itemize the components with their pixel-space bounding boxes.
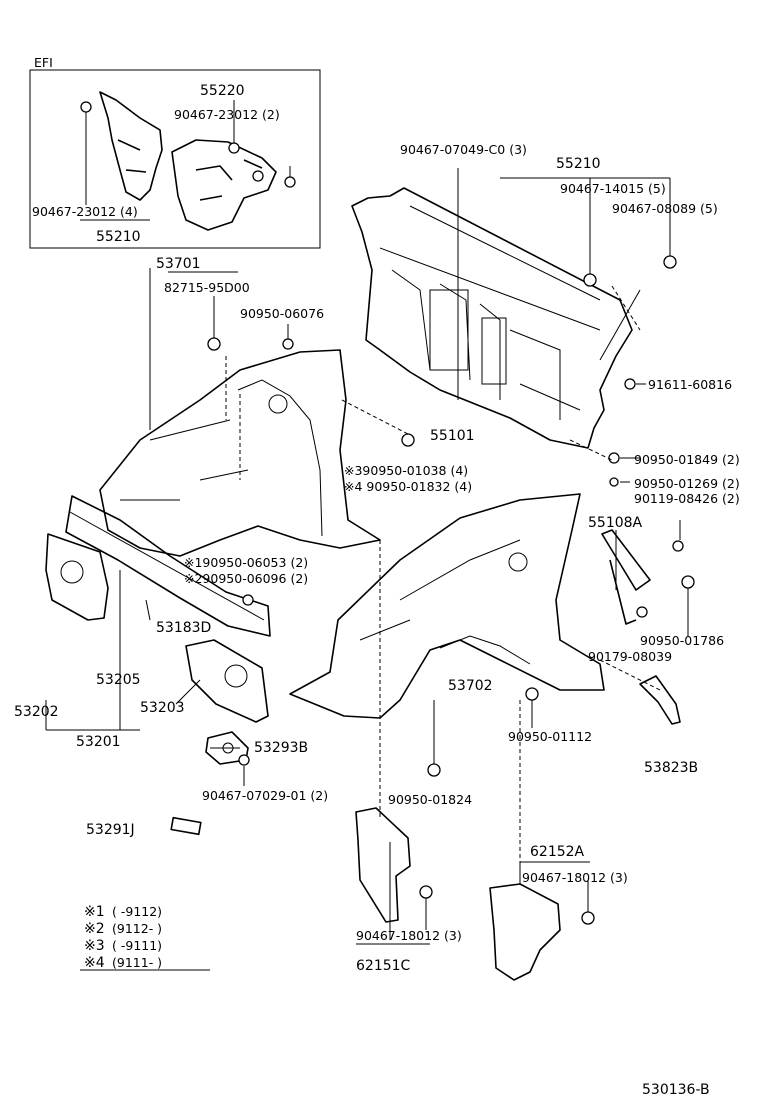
- part-55101-opening: [481, 317, 507, 385]
- label-90179-08039: 90179-08039: [588, 649, 672, 664]
- legend: ※1 ( -9112) ※2 (9112- ) ※3 ( -9111) ※4 (…: [84, 904, 162, 971]
- label-53201: 53201: [76, 734, 121, 750]
- legend-range: (9111- ): [112, 955, 162, 970]
- fastener-icon: [228, 142, 240, 154]
- label-90467-08089: 90467-08089 (5): [612, 201, 718, 216]
- label-90950-06053: ※190950-06053 (2): [184, 555, 308, 570]
- part-53701-drawing: [99, 349, 381, 557]
- fastener-icon: [525, 687, 539, 701]
- part-55210-inset-drawing: [99, 91, 163, 201]
- fastener-icon: [624, 378, 636, 390]
- fastener-icon: [242, 594, 254, 606]
- fastener-icon: [207, 337, 221, 351]
- part-55108A-drawing: [601, 529, 651, 625]
- legend-mark: ※2: [84, 921, 105, 937]
- label-82715-95D00: 82715-95D00: [164, 280, 250, 295]
- fastener-icon: [672, 540, 684, 552]
- legend-mark: ※3: [84, 938, 105, 954]
- legend-mark: ※1: [84, 904, 105, 920]
- fastener-icon: [583, 273, 597, 287]
- fastener-icon: [608, 452, 620, 464]
- label-90119-08426: 90119-08426 (2): [634, 491, 740, 506]
- label-90467-23012-2: 90467-23012 (2): [174, 107, 280, 122]
- legend-range: ( -9112): [112, 904, 162, 919]
- label-90950-06096: ※290950-06096 (2): [184, 571, 308, 586]
- label-90950-01849: 90950-01849 (2): [634, 452, 740, 467]
- footer-code: 530136-B: [642, 1082, 710, 1098]
- part-53702-hole: [508, 552, 528, 572]
- label-53205: 53205: [96, 672, 141, 688]
- part-53202-drawing: [45, 533, 109, 621]
- fastener-icon: [419, 885, 433, 899]
- label-55210: 55210: [556, 156, 601, 172]
- part-53203-hole: [224, 664, 248, 688]
- fastener-icon: [636, 606, 648, 618]
- label-91611-60816: 91611-60816: [648, 377, 732, 392]
- label-53702: 53702: [448, 678, 493, 694]
- label-53183D: 53183D: [156, 620, 211, 636]
- legend-range: (9112- ): [112, 921, 162, 936]
- label-90950-01038: ※390950-01038 (4): [344, 463, 468, 478]
- fastener-icon: [427, 763, 441, 777]
- label-90950-01112: 90950-01112: [508, 729, 592, 744]
- label-90950-06076: 90950-06076: [240, 306, 324, 321]
- label-53701: 53701: [156, 256, 201, 272]
- fastener-icon: [401, 433, 415, 447]
- part-53823B-drawing: [639, 675, 681, 725]
- fastener-icon: [252, 170, 264, 182]
- fastener-icon: [238, 754, 250, 766]
- part-53701-hole: [268, 394, 288, 414]
- label-55101: 55101: [430, 428, 475, 444]
- fastener-icon: [80, 101, 92, 113]
- fastener-icon: [284, 176, 296, 188]
- part-53701-detail: [120, 379, 323, 537]
- label-55210-inset: 55210: [96, 229, 141, 245]
- label-90467-18012-62151C: 90467-18012 (3): [356, 928, 462, 943]
- efi-inset-box: [29, 69, 321, 249]
- label-53823B: 53823B: [644, 760, 698, 776]
- part-55101-drawing: [351, 187, 633, 449]
- alignment-lines: [225, 285, 661, 884]
- label-53202: 53202: [14, 704, 59, 720]
- label-90467-14015: 90467-14015 (5): [560, 181, 666, 196]
- fastener-icon: [663, 255, 677, 269]
- part-55101-detail: [379, 205, 601, 420]
- part-53291J-drawing: [170, 816, 202, 836]
- label-90467-07049: 90467-07049-C0 (3): [400, 142, 527, 157]
- legend-range: ( -9111): [112, 938, 162, 953]
- label-53293B: 53293B: [254, 740, 308, 756]
- label-90950-01824: 90950-01824: [388, 792, 472, 807]
- label-90467-18012-62152A: 90467-18012 (3): [522, 870, 628, 885]
- label-90950-01786: 90950-01786: [640, 633, 724, 648]
- fastener-icon: [609, 477, 619, 487]
- fastener-icon: [681, 575, 695, 589]
- label-55220: 55220: [200, 83, 245, 99]
- leader-lines: [45, 166, 689, 971]
- fastener-icon: [581, 911, 595, 925]
- label-62151C: 62151C: [356, 958, 411, 974]
- part-53202-hole: [60, 560, 84, 584]
- label-53291J: 53291J: [86, 822, 135, 838]
- label-90950-01269: 90950-01269 (2): [634, 476, 740, 491]
- label-90467-23012-4: 90467-23012 (4): [32, 204, 138, 219]
- fastener-icon: [282, 338, 294, 350]
- part-62151C-drawing: [355, 807, 411, 923]
- part-55220-drawing: [171, 139, 277, 231]
- label-53203: 53203: [140, 700, 185, 716]
- part-55101-opening: [429, 289, 469, 371]
- label-62152A: 62152A: [530, 844, 585, 860]
- legend-mark: ※4: [84, 955, 105, 971]
- label-90950-01832: ※4 90950-01832 (4): [344, 479, 472, 494]
- part-53702-drawing: [289, 493, 605, 719]
- label-55108A: 55108A: [588, 515, 643, 531]
- part-62152A-drawing: [489, 883, 561, 981]
- part-53205-drawing: [65, 495, 271, 637]
- efi-label: EFI: [34, 55, 53, 70]
- part-53702-detail: [359, 539, 531, 665]
- part-53183D-rail: [69, 511, 265, 621]
- label-90467-07029: 90467-07029-01 (2): [202, 788, 328, 803]
